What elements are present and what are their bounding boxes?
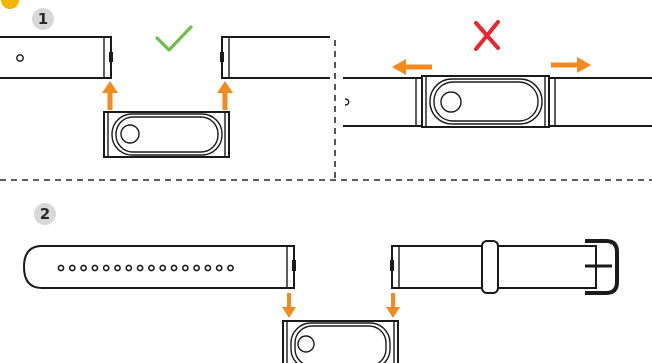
correct-method-panel <box>0 27 330 157</box>
corner-badge-icon <box>1 0 19 9</box>
left-strap-with-holes <box>24 246 296 288</box>
tracker-capsule <box>283 321 398 363</box>
arrow-up-icon <box>217 81 233 93</box>
step-2-number: 2 <box>40 205 50 223</box>
step-2: 2 <box>24 203 617 363</box>
tracker-capsule <box>422 76 549 127</box>
cross-icon <box>476 22 498 49</box>
right-strap-with-buckle <box>390 241 617 293</box>
right-strap-end <box>220 37 330 78</box>
arrow-left-icon <box>392 59 406 75</box>
insert-arrows <box>102 81 233 110</box>
left-strap-end <box>343 78 422 126</box>
arrow-up-icon <box>102 81 118 93</box>
right-strap-end <box>549 78 652 126</box>
attach-arrows <box>282 293 400 318</box>
arrow-right-icon <box>577 57 591 73</box>
pull-apart-arrows <box>392 57 591 75</box>
checkmark-icon <box>157 27 191 50</box>
tracker-capsule <box>104 112 229 157</box>
strap-keeper-loop <box>482 241 498 293</box>
left-strap-end <box>0 37 113 78</box>
arrow-down-icon <box>282 307 296 318</box>
step-1: 1 <box>0 8 652 178</box>
incorrect-method-panel <box>343 22 652 127</box>
step-1-number: 1 <box>38 10 48 28</box>
arrow-down-icon <box>386 307 400 318</box>
